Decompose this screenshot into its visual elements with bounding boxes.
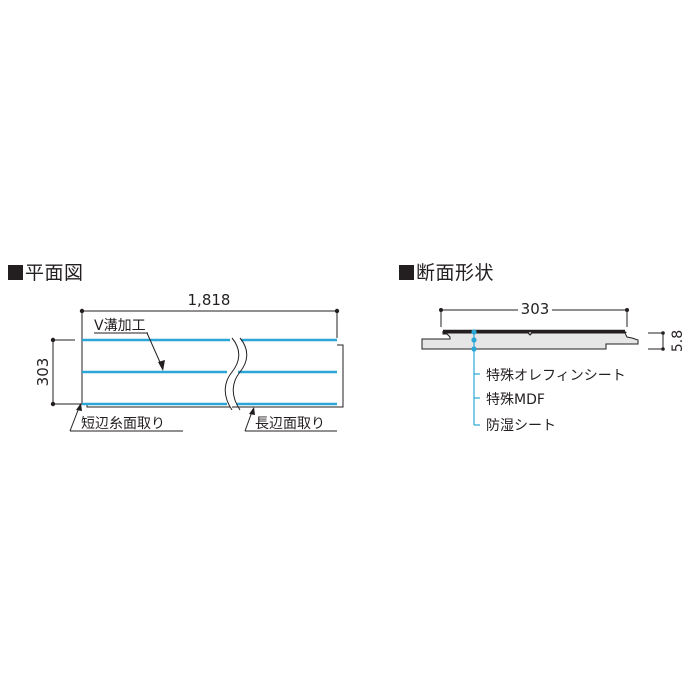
- square-bullet-icon: [399, 265, 414, 280]
- cross-section-diagram: 303 5.8 特殊オレフィンシート 特殊MDF 防湿シート: [421, 300, 686, 434]
- width-dimension: 303: [34, 358, 52, 387]
- layer-label-mdf: 特殊MDF: [486, 392, 545, 408]
- break-mark-icon: [224, 337, 248, 411]
- length-dimension: 1,818: [188, 291, 231, 309]
- layer-label-olefin-sheet: 特殊オレフィンシート: [486, 368, 626, 384]
- square-bullet-icon: [8, 265, 23, 280]
- plan-view-diagram: 1,818 303 V溝加工: [34, 291, 344, 432]
- layer-label-moisture-sheet: 防湿シート: [486, 418, 556, 434]
- thickness-dimension: 5.8: [670, 330, 686, 352]
- section-width-dimension: 303: [521, 300, 550, 318]
- long-edge-chamfer-label: 長辺面取り: [255, 416, 325, 432]
- cross-section-title: 断面形状: [399, 258, 494, 285]
- plan-view-title: 平面図: [8, 258, 84, 285]
- plan-view-title-text: 平面図: [25, 262, 84, 284]
- v-groove-label: V溝加工: [94, 318, 146, 334]
- short-edge-chamfer-label: 短辺糸面取り: [81, 416, 165, 432]
- board-profile: [421, 331, 639, 350]
- layer-callout: [471, 329, 480, 426]
- cross-section-title-text: 断面形状: [416, 262, 495, 284]
- v-groove-lines: [82, 338, 337, 406]
